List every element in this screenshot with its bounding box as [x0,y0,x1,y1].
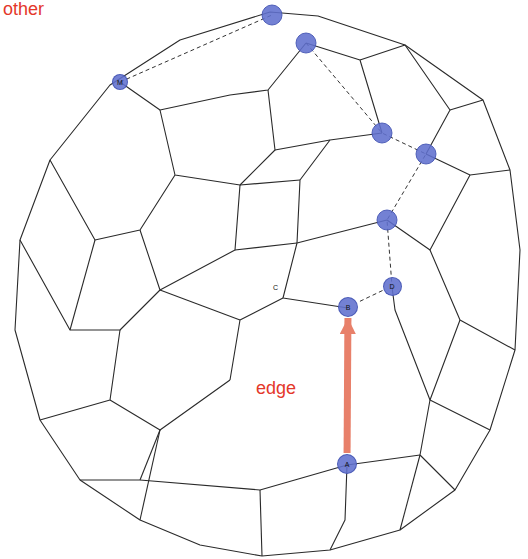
dashed-line [120,15,272,82]
face-edge [275,140,330,150]
highlight-dots [262,5,436,230]
face-edge [283,243,348,308]
face-edge [430,250,515,350]
face-edge [297,175,470,250]
edge-label: edge [254,379,298,399]
vertex-dot [296,33,316,53]
face-edge [140,430,160,520]
face-edge [160,90,275,185]
face-edge [400,455,420,530]
vertex-letter: A [345,461,350,468]
vertex-circle: A [337,454,357,474]
face-edge [40,330,120,420]
face-edge [235,243,297,250]
face-edge [330,465,347,550]
face-edge [426,154,510,175]
face-edge [260,490,262,556]
polyhedron-edges [15,12,520,556]
vertex-label: C [272,284,279,292]
callout-label: other [2,0,45,20]
face-edge [297,133,382,243]
face-edge [160,290,240,320]
face-edge [20,230,160,330]
vertex-dot [416,144,436,164]
face-edge [70,240,95,330]
dashed-path [120,15,426,286]
face-edge [240,180,300,185]
face-edge [160,185,240,290]
vertex-letter: D [389,283,394,290]
face-edge [430,320,490,430]
face-edge [50,160,175,240]
vertex-dot [372,123,392,143]
vertex-letter: M [117,79,123,86]
outline [15,12,520,556]
vertex-dot [262,5,282,25]
face-edge [80,455,420,490]
vertex-letter: B [346,304,351,311]
face-edge [450,100,483,110]
face-edge [120,43,306,110]
vertex-circle: B [338,297,358,317]
face-edge [230,298,283,380]
dashed-line [306,43,426,286]
vertex-dot [377,210,397,230]
vertex-circle: D [383,277,402,296]
face-edge [360,45,450,154]
face-edge [110,380,230,430]
vertex-circle: M [112,74,128,90]
dashed-edge [358,291,383,303]
face-edge [392,287,455,490]
edge-arrow [344,318,352,453]
